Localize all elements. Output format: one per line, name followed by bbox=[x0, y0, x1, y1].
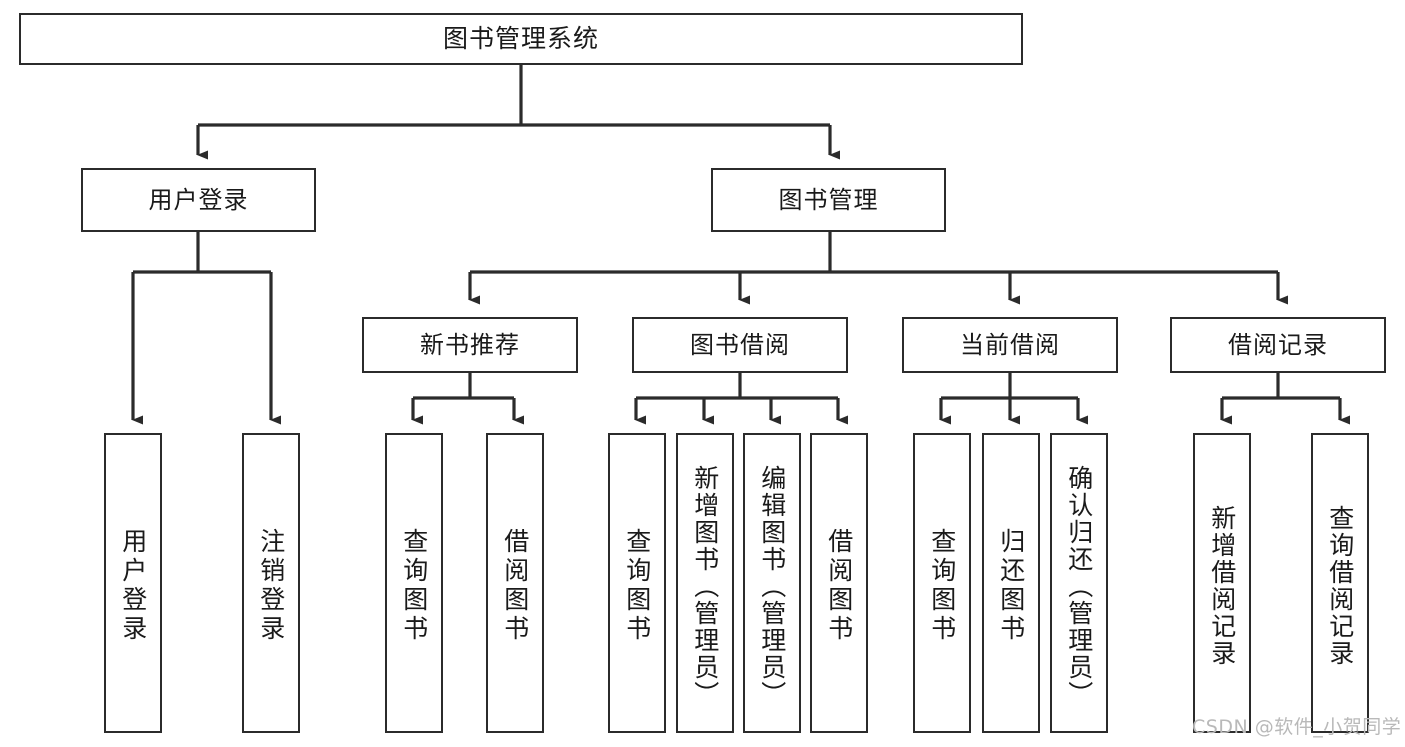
node-label: 新增图书（管理员） bbox=[690, 464, 720, 708]
node-user-login[interactable]: 用户登录 bbox=[81, 168, 316, 232]
node-leaf-add-borrow-record[interactable]: 新增借阅记录 bbox=[1193, 433, 1251, 733]
node-label: 借阅图书 bbox=[500, 528, 530, 644]
node-leaf-add-book-admin[interactable]: 新增图书（管理员） bbox=[676, 433, 734, 733]
node-label: 归还图书 bbox=[996, 528, 1026, 644]
node-label: 编辑图书（管理员） bbox=[757, 464, 787, 708]
node-book-borrowing[interactable]: 图书借阅 bbox=[632, 317, 848, 373]
node-label: 借阅记录 bbox=[1228, 330, 1328, 359]
node-leaf-user-login[interactable]: 用户登录 bbox=[104, 433, 162, 733]
node-label: 图书管理 bbox=[778, 185, 879, 214]
node-label: 查询借阅记录 bbox=[1325, 505, 1355, 667]
node-leaf-query-borrow-record[interactable]: 查询借阅记录 bbox=[1311, 433, 1369, 733]
node-borrow-records[interactable]: 借阅记录 bbox=[1170, 317, 1386, 373]
node-label: 当前借阅 bbox=[960, 330, 1060, 359]
node-label: 查询图书 bbox=[622, 528, 652, 644]
node-label: 用户登录 bbox=[148, 185, 249, 214]
node-label: 用户登录 bbox=[118, 528, 148, 644]
node-leaf-confirm-return-admin[interactable]: 确认归还（管理员） bbox=[1050, 433, 1108, 733]
node-leaf-return-books[interactable]: 归还图书 bbox=[982, 433, 1040, 733]
node-current-borrowing[interactable]: 当前借阅 bbox=[902, 317, 1118, 373]
node-root-book-management-system[interactable]: 图书管理系统 bbox=[19, 13, 1023, 65]
node-book-management[interactable]: 图书管理 bbox=[711, 168, 946, 232]
node-leaf-logout[interactable]: 注销登录 bbox=[242, 433, 300, 733]
node-leaf-borrow-books-new[interactable]: 借阅图书 bbox=[486, 433, 544, 733]
node-label: 图书借阅 bbox=[690, 330, 790, 359]
node-new-book-recommendation[interactable]: 新书推荐 bbox=[362, 317, 578, 373]
node-label: 查询图书 bbox=[399, 528, 429, 644]
node-leaf-query-books-new[interactable]: 查询图书 bbox=[385, 433, 443, 733]
node-leaf-query-books-current[interactable]: 查询图书 bbox=[913, 433, 971, 733]
node-label: 新增借阅记录 bbox=[1207, 505, 1237, 667]
watermark-text: CSDN @软件_小贺同学 bbox=[1192, 716, 1402, 738]
node-label: 注销登录 bbox=[256, 528, 286, 644]
node-label: 借阅图书 bbox=[824, 528, 854, 644]
node-leaf-edit-book-admin[interactable]: 编辑图书（管理员） bbox=[743, 433, 801, 733]
node-leaf-borrow-books[interactable]: 借阅图书 bbox=[810, 433, 868, 733]
node-label: 确认归还（管理员） bbox=[1064, 464, 1094, 708]
node-leaf-query-books-borrow[interactable]: 查询图书 bbox=[608, 433, 666, 733]
node-label: 查询图书 bbox=[927, 528, 957, 644]
node-label: 图书管理系统 bbox=[442, 24, 599, 54]
node-label: 新书推荐 bbox=[420, 330, 520, 359]
